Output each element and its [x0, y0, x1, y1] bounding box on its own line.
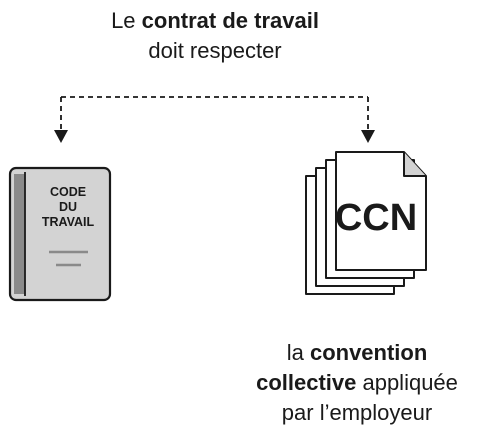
convention-caption-bold-2: collective — [256, 370, 357, 395]
dashed-connector — [60, 96, 369, 130]
convention-caption-line-1: la convention — [232, 338, 482, 368]
book-title-line-1: CODE — [49, 185, 87, 199]
contract-caption-prefix: Le — [111, 8, 142, 33]
convention-caption-prefix: la — [286, 340, 310, 365]
ccn-label: CCN — [334, 197, 418, 239]
convention-caption-rest: appliquée — [356, 370, 458, 395]
convention-caption: la convention collective appliquée par l… — [232, 338, 482, 428]
book-title-line-2: DU — [58, 200, 78, 214]
book-title-line-3: TRAVAIL — [41, 215, 95, 229]
arrow-down-left-icon — [54, 130, 68, 143]
contract-caption-line-1: Le contrat de travail — [0, 6, 430, 36]
code-du-travail-book-icon — [8, 166, 112, 302]
contract-caption-bold: contrat de travail — [141, 8, 319, 33]
ccn-documents-icon — [305, 151, 427, 295]
convention-caption-bold-1: convention — [309, 340, 428, 365]
convention-caption-line-2: collective appliquée — [232, 368, 482, 398]
contract-caption: Le contrat de travail doit respecter — [0, 6, 430, 66]
convention-caption-line-3: par l’employeur — [281, 400, 433, 425]
arrow-down-right-icon — [361, 130, 375, 143]
book-title: CODE DU TRAVAIL — [30, 185, 106, 230]
contract-caption-line-2: doit respecter — [148, 38, 282, 63]
